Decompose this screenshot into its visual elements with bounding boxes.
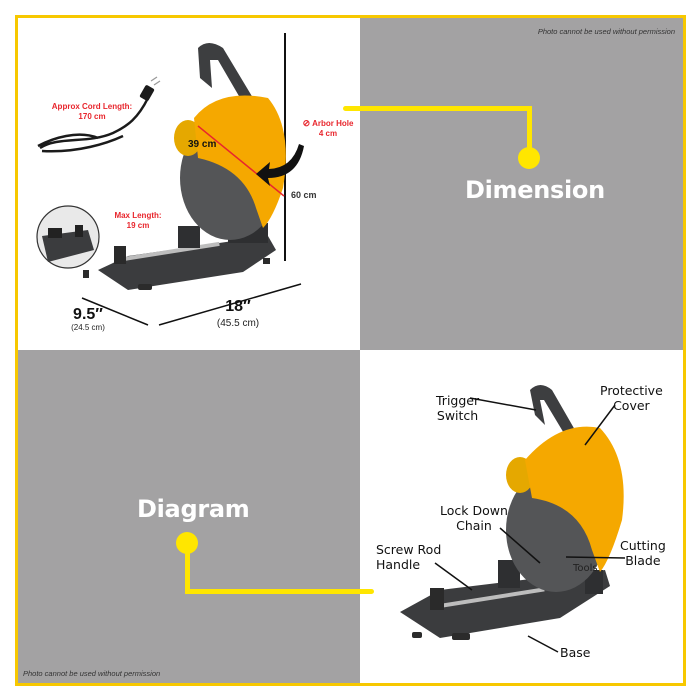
dimension-connector-horizontal (343, 106, 532, 111)
length-inches-label: 18″ (225, 298, 251, 315)
part-label-base: Base (560, 645, 591, 660)
diagram-connector-vertical (185, 544, 190, 594)
dimension-title: Dimension (465, 176, 605, 204)
arbor-hole-annotation: ⊘ Arbor Hole 4 cm (298, 118, 358, 139)
arbor-hole-label: Arbor Hole (312, 119, 354, 128)
max-length-value: 19 cm (126, 221, 150, 230)
part-label-protective-cover: Protective Cover (600, 383, 663, 413)
diagram-title-panel: Diagram Photo cannot be used without per… (18, 350, 360, 683)
diagram-title: Diagram (137, 495, 250, 523)
arbor-hole-value: 4 cm (318, 129, 338, 138)
part-label-lock-down-chain: Lock Down Chain (440, 503, 508, 533)
saw-dimension-illustration (36, 33, 304, 326)
diagram-connector-horizontal (185, 589, 374, 594)
blade-diameter-label: 39 cm (188, 139, 217, 150)
power-cord-icon (37, 76, 161, 153)
dimension-title-panel: Photo cannot be used without permission … (360, 18, 683, 350)
part-label-screw-rod-handle: Screw Rod Handle (376, 542, 442, 572)
max-length-label: Max Length: (114, 211, 162, 220)
part-label-cutting-blade: Cutting Blade (620, 538, 666, 568)
length-cm-label: (45.5 cm) (216, 318, 260, 329)
part-label-trigger-switch: Trigger Switch (436, 393, 480, 423)
arbor-arrow-icon (256, 144, 304, 186)
dimension-connector-vertical (527, 106, 532, 156)
cord-length-label: Approx Cord Length: (51, 102, 133, 111)
watermark-bottom-left: Photo cannot be used without permission (23, 669, 161, 678)
part-label-tools: Tools (573, 563, 598, 574)
protective-guard (194, 95, 286, 228)
width-inches-label: 9.5″ (73, 306, 103, 323)
max-length-annotation: Max Length: 19 cm (108, 211, 168, 231)
saw-handle (198, 43, 253, 103)
dimension-photo-panel: Approx Cord Length: 170 cm ⊘ Arbor Hole … (18, 18, 360, 350)
height-label: 60 cm (291, 190, 317, 200)
cord-length-annotation: Approx Cord Length: 170 cm (42, 102, 142, 122)
cord-length-value: 170 cm (78, 112, 106, 121)
product-infographic-frame: Approx Cord Length: 170 cm ⊘ Arbor Hole … (15, 15, 686, 686)
saw-diagram-illustration (400, 385, 626, 653)
watermark-top-right: Photo cannot be used without permission (537, 27, 675, 36)
diagram-photo-panel: Trigger Switch Protective Cover Lock Dow… (360, 350, 683, 683)
dimension-connector-dot (518, 147, 540, 169)
diagram-connector-dot (176, 532, 198, 554)
diameter-icon: ⊘ (302, 118, 311, 128)
clamp-inset-image (36, 205, 100, 269)
width-cm-label: (24.5 cm) (71, 323, 105, 332)
